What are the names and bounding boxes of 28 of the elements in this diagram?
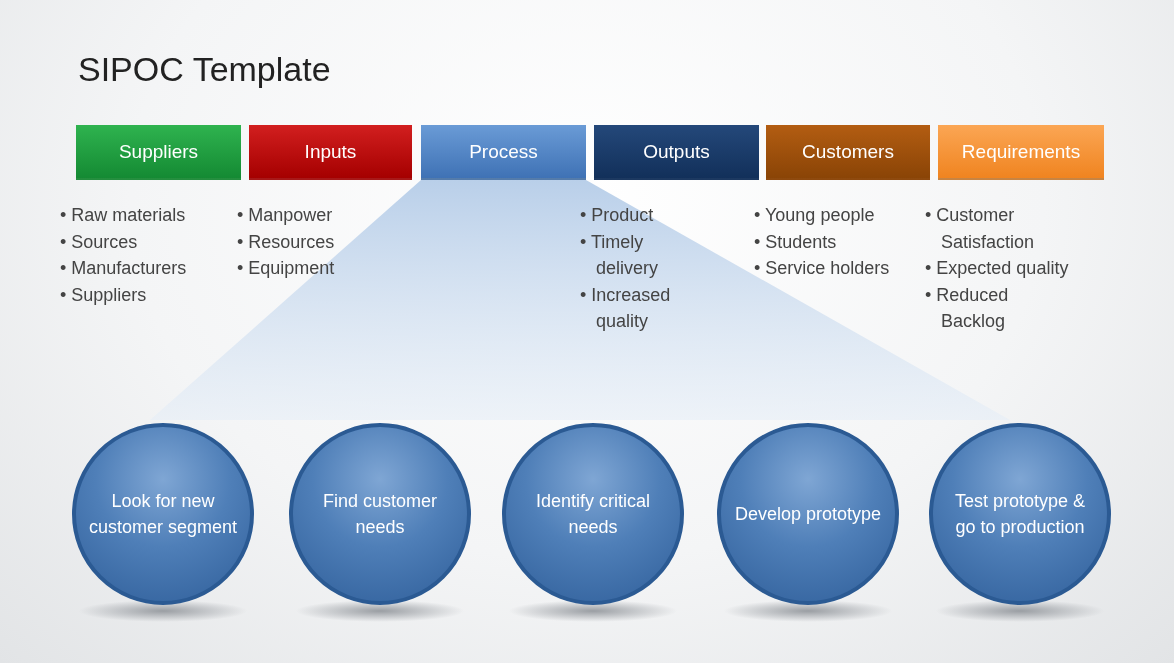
bullet-item: • Raw materials — [60, 204, 187, 227]
bullet-item: • Suppliers — [60, 283, 148, 307]
bullet-item: • Manufacturers — [60, 257, 188, 280]
bullet-item: • Resources — [237, 230, 336, 254]
bullet-item: • Reduced Backlog — [925, 283, 1010, 333]
bullet-item: • Product — [580, 204, 655, 227]
slide-title: SIPOC Template — [78, 50, 331, 89]
header-bar: Requirements — [938, 125, 1104, 180]
header-bar: Inputs — [249, 125, 412, 180]
bullet-item: • Timely delivery — [580, 230, 660, 280]
process-circle: Identify critical needs — [502, 423, 684, 605]
bullet-item: • Sources — [60, 230, 139, 254]
header-bar: Outputs — [594, 125, 759, 180]
header-bar: Process — [421, 125, 586, 180]
header-bar: Customers — [766, 125, 930, 180]
bullet-item: • Expected quality — [925, 257, 1070, 280]
bullet-item: • Manpower — [237, 204, 334, 227]
bullet-item: • Increased quality — [580, 283, 672, 333]
process-circle: Develop prototype — [717, 423, 899, 605]
process-circle: Find customer needs — [289, 423, 471, 605]
bullet-item: • Young people — [754, 204, 876, 227]
bullet-item: • Service holders — [754, 257, 891, 280]
bullet-item: • Equipment — [237, 257, 336, 280]
bullet-item: • Students — [754, 230, 838, 254]
header-bar: Suppliers — [76, 125, 241, 180]
process-circle: Look for new customer segment — [72, 423, 254, 605]
bullet-item: • Customer Satisfaction — [925, 204, 1036, 254]
process-circle: Test prototype & go to production — [929, 423, 1111, 605]
